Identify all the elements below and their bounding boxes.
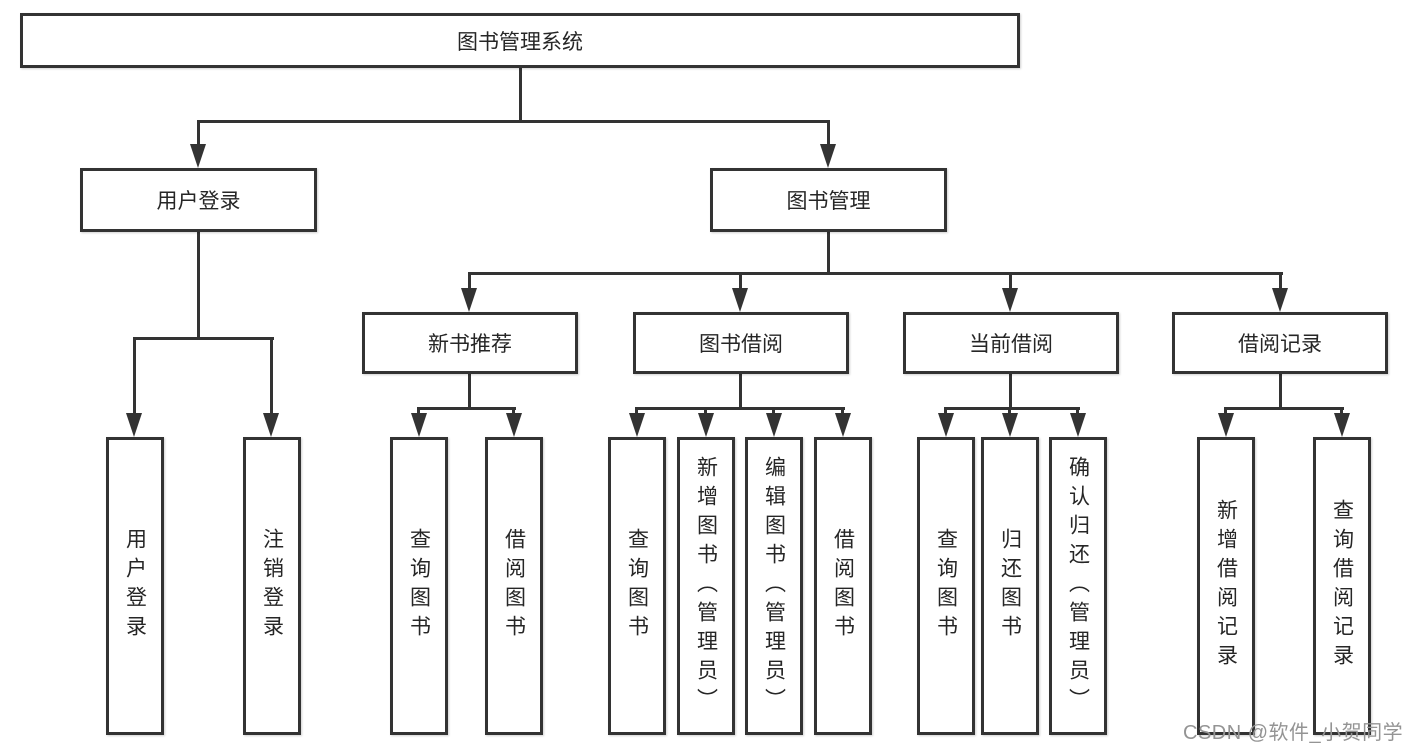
connector-line: [133, 337, 136, 415]
node-root: 图书管理系统: [20, 13, 1020, 68]
connector-line: [468, 374, 471, 407]
leaf-query-books-current: 查询图书: [917, 437, 975, 735]
connector-line: [827, 232, 830, 272]
leaf-return-books: 归还图书: [981, 437, 1039, 735]
connector-line: [1279, 272, 1282, 290]
connector-line: [1076, 407, 1079, 415]
node-new-book-recommend: 新书推荐: [362, 312, 578, 374]
node-borrow-records: 借阅记录: [1172, 312, 1388, 374]
connector-line: [1009, 374, 1012, 407]
connector-line: [704, 407, 707, 415]
node-current-borrow: 当前借阅: [903, 312, 1119, 374]
arrowhead-down-icon: [766, 413, 782, 437]
arrowhead-down-icon: [629, 413, 645, 437]
connector-line: [1224, 407, 1227, 415]
arrowhead-down-icon: [1218, 413, 1234, 437]
connector-line: [841, 407, 844, 415]
arrowhead-down-icon: [938, 413, 954, 437]
connector-line: [1224, 407, 1344, 410]
connector-line: [512, 407, 515, 415]
leaf-query-borrow-record: 查询借阅记录: [1313, 437, 1371, 735]
connector-line: [133, 337, 274, 340]
leaf-logout: 注销登录: [243, 437, 301, 735]
arrowhead-down-icon: [1002, 413, 1018, 437]
connector-line: [197, 120, 830, 123]
connector-line: [417, 407, 516, 410]
arrowhead-down-icon: [1272, 288, 1288, 312]
connector-line: [1279, 374, 1282, 407]
node-book-management: 图书管理: [710, 168, 947, 232]
leaf-user-login: 用户登录: [106, 437, 164, 735]
connector-line: [635, 407, 638, 415]
arrowhead-down-icon: [820, 144, 836, 168]
leaf-borrow-books-recommend: 借阅图书: [485, 437, 543, 735]
arrowhead-down-icon: [698, 413, 714, 437]
arrowhead-down-icon: [1334, 413, 1350, 437]
leaf-query-books-recommend: 查询图书: [390, 437, 448, 735]
connector-line: [739, 272, 742, 290]
connector-line: [827, 120, 830, 146]
leaf-query-books-borrow: 查询图书: [608, 437, 666, 735]
arrowhead-down-icon: [190, 144, 206, 168]
arrowhead-down-icon: [126, 413, 142, 437]
connector-line: [1008, 407, 1011, 415]
arrowhead-down-icon: [835, 413, 851, 437]
connector-line: [944, 407, 1080, 410]
node-book-borrow: 图书借阅: [633, 312, 849, 374]
arrowhead-down-icon: [411, 413, 427, 437]
connector-line: [635, 407, 845, 410]
connector-line: [417, 407, 420, 415]
arrowhead-down-icon: [506, 413, 522, 437]
arrowhead-down-icon: [732, 288, 748, 312]
arrowhead-down-icon: [263, 413, 279, 437]
connector-line: [1340, 407, 1343, 415]
connector-line: [468, 272, 1283, 275]
csdn-watermark: CSDN @软件_小贺同学: [1183, 722, 1404, 744]
connector-line: [197, 232, 200, 337]
leaf-confirm-return-admin: 确认归还（管理员）: [1049, 437, 1107, 735]
connector-line: [519, 68, 522, 120]
connector-line: [739, 374, 742, 407]
arrowhead-down-icon: [1002, 288, 1018, 312]
leaf-borrow-books: 借阅图书: [814, 437, 872, 735]
arrowhead-down-icon: [461, 288, 477, 312]
leaf-edit-book-admin: 编辑图书（管理员）: [745, 437, 803, 735]
arrowhead-down-icon: [1070, 413, 1086, 437]
connector-line: [197, 120, 200, 146]
node-user-login: 用户登录: [80, 168, 317, 232]
connector-line: [1009, 272, 1012, 290]
leaf-add-book-admin: 新增图书（管理员）: [677, 437, 735, 735]
connector-line: [944, 407, 947, 415]
connector-line: [468, 272, 471, 290]
leaf-add-borrow-record: 新增借阅记录: [1197, 437, 1255, 735]
connector-line: [772, 407, 775, 415]
connector-line: [270, 337, 273, 415]
